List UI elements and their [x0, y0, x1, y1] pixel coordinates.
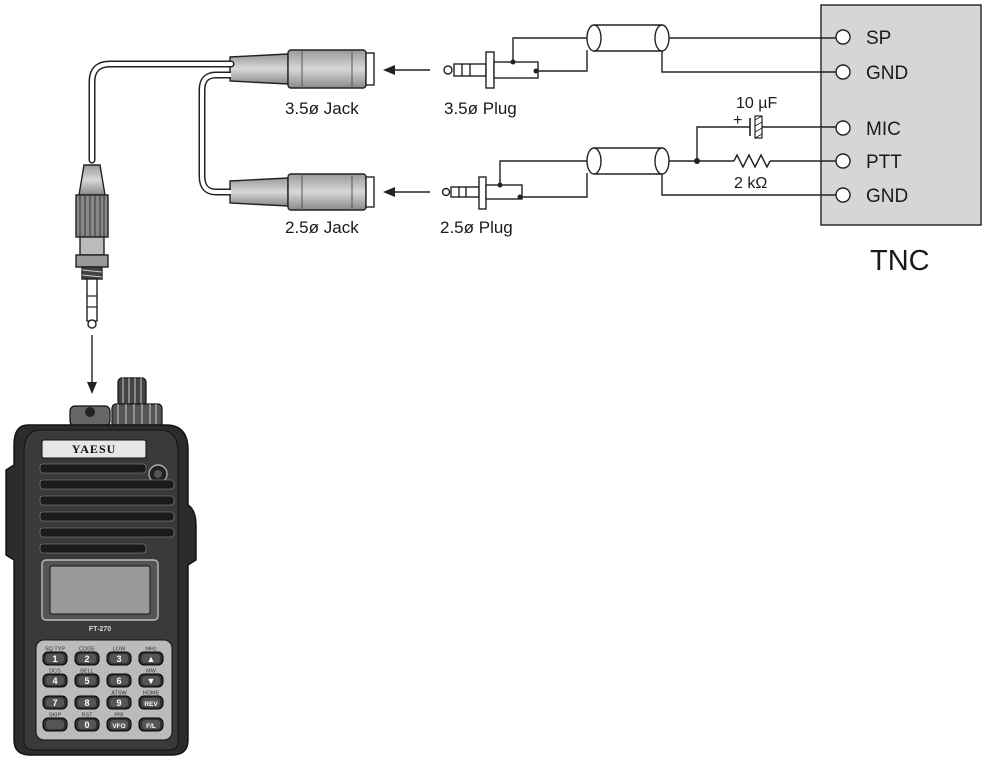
pin-sp-terminal	[835, 29, 851, 45]
keypad-key-label: 8	[84, 698, 89, 708]
keypad-key-label: 6	[116, 676, 121, 686]
jack-35-label: 3.5ø Jack	[285, 99, 359, 118]
keypad-key-sublabel: CODE	[79, 647, 95, 653]
keypad-key-label: 9	[116, 698, 121, 708]
keypad-key: MHz▲	[138, 647, 164, 666]
pin-ptt-label: PTT	[866, 152, 902, 173]
split-cable	[88, 60, 235, 196]
keypad-key-inset	[110, 698, 128, 707]
keypad-key-inset	[46, 698, 64, 707]
keypad-key-inset	[142, 654, 160, 663]
keypad-key-sublabel: HOME	[143, 691, 160, 697]
pin-mic-terminal	[835, 120, 851, 136]
keypad-key-label: VFO	[112, 723, 125, 730]
keypad-key: 7	[42, 695, 68, 710]
keypad-key-sublabel: LOW	[113, 647, 126, 653]
pin-sp-label: SP	[866, 28, 891, 49]
keypad-key-sublabel: MW	[146, 669, 157, 675]
keypad-key-inset	[110, 676, 128, 685]
plug-35-label: 3.5ø Plug	[444, 99, 517, 118]
keypad-key-label: 1	[52, 654, 57, 664]
keypad-key-sublabel: PRI	[114, 713, 124, 719]
upper-wiring	[512, 24, 836, 73]
resistor	[733, 153, 771, 169]
radio-brand: YAESU	[72, 442, 117, 456]
keypad-key-inset	[110, 720, 128, 729]
keypad-key: PRI VFO	[106, 713, 132, 732]
jack-25	[229, 173, 375, 211]
keypad-key-inset	[78, 676, 96, 685]
keypad-key-sublabel: MHz	[145, 647, 157, 653]
keypad-key-sublabel: ATSW	[111, 691, 127, 697]
plug-35	[443, 51, 539, 89]
keypad-key: 8	[74, 695, 100, 710]
pin-gnd1-terminal	[835, 64, 851, 80]
pin-gnd2-label: GND	[866, 186, 908, 207]
tnc-pins: SP GND MIC PTT GND	[835, 28, 908, 207]
pin-gnd1-label: GND	[866, 63, 908, 84]
keypad-key-inset	[110, 654, 128, 663]
plug-25-label: 2.5ø Plug	[440, 218, 513, 237]
capacitor-value: 10 µF	[736, 95, 777, 112]
keypad-key-label: F/L	[146, 723, 156, 730]
pin-mic-label: MIC	[866, 119, 901, 140]
keypad-key: SKIP	[42, 713, 68, 732]
lower-wiring	[499, 126, 836, 198]
keypad-key-sublabel: RST	[82, 713, 94, 719]
keypad-key: 6	[106, 673, 132, 688]
keypad-key-sublabel: BELL	[80, 669, 93, 675]
keypad-key-inset	[78, 720, 96, 729]
capacitor-polarity: +	[733, 112, 742, 129]
keypad-key-label: 2	[84, 654, 89, 664]
radio-plug-assembly	[75, 164, 109, 329]
keypad-key: F/L	[138, 717, 164, 732]
keypad-key-label: 0	[84, 720, 89, 730]
keypad-key-label: 7	[52, 698, 57, 708]
jack-35	[229, 49, 375, 89]
keypad-key: MW▼	[138, 669, 164, 688]
keypad-key-inset	[78, 654, 96, 663]
keypad-key-inset	[46, 654, 64, 663]
capacitor	[749, 115, 763, 139]
keypad-key-label: REV	[144, 701, 158, 708]
keypad-key-inset	[46, 676, 64, 685]
radio-model: FT-270	[89, 626, 111, 633]
keypad-key-label: ▲	[147, 654, 156, 664]
keypad-key-inset	[78, 698, 96, 707]
pin-gnd2-terminal	[835, 187, 851, 203]
radio-illustration: YAESU FT-270	[5, 377, 197, 756]
resistor-value: 2 kΩ	[734, 175, 767, 192]
keypad-key-inset	[142, 720, 160, 729]
pin-ptt-terminal	[835, 153, 851, 169]
jack-25-label: 2.5ø Jack	[285, 218, 359, 237]
keypad-key-sublabel: DCS	[49, 669, 61, 675]
keypad-key-label: ▼	[147, 676, 156, 686]
keypad-key-label: 5	[84, 676, 89, 686]
keypad-key-inset	[46, 720, 64, 729]
plug-25	[441, 176, 523, 210]
keypad-key-inset	[142, 676, 160, 685]
keypad-key-label: 3	[116, 654, 121, 664]
keypad-key-label: 4	[52, 676, 57, 686]
keypad-key: HOME REV	[138, 691, 164, 710]
keypad-key-inset	[142, 698, 160, 707]
tnc-label: TNC	[870, 245, 930, 277]
keypad-key-sublabel: SQ TYP	[45, 647, 65, 653]
volume-knob	[117, 377, 147, 407]
keypad-key-sublabel: SKIP	[49, 713, 62, 719]
